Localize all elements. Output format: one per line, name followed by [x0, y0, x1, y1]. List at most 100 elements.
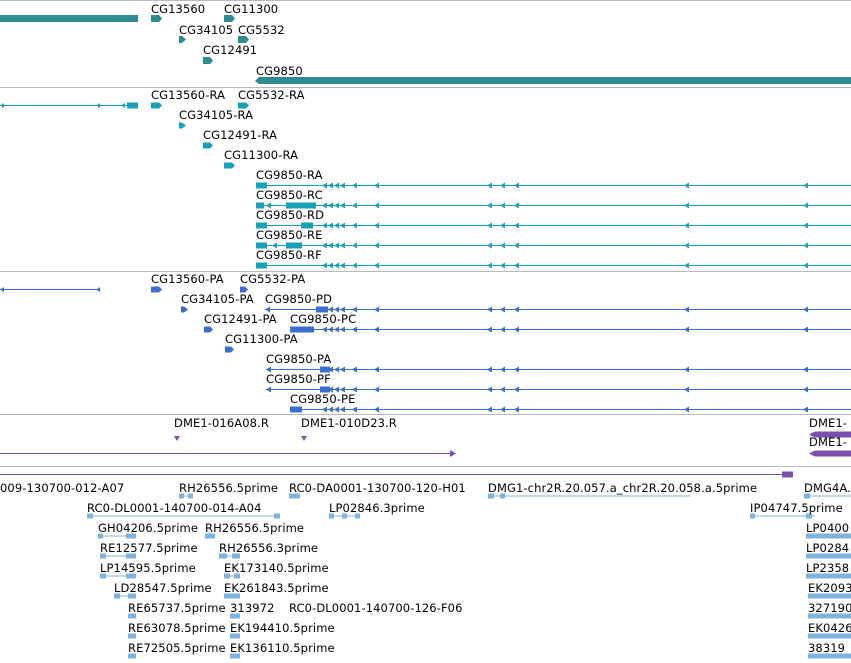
transcript-model-cg9850-rc-strand-arrow [487, 202, 492, 209]
est-track-glyphs [0, 471, 793, 478]
gene-feature-left[interactable] [0, 15, 138, 22]
gene-feature-cg12491[interactable] [203, 57, 213, 64]
est-block[interactable] [179, 493, 184, 499]
est-block[interactable] [806, 513, 812, 519]
gene-feature-cg11300[interactable] [224, 15, 235, 22]
est-track[interactable]: 009-130700-012-A07 RH26556.5prime RC0-DA… [0, 467, 851, 663]
protein-model-cg9850-pd-strand-arrow [328, 306, 333, 313]
est-block[interactable] [488, 493, 494, 499]
transcript-model-cg9850-rd-strand-arrow [322, 222, 327, 229]
est-block[interactable] [87, 513, 93, 519]
est-block[interactable] [126, 553, 136, 559]
est-block[interactable] [114, 593, 120, 599]
transcript-label-cg13560-ra: CG13560-RA [151, 88, 226, 102]
est-block[interactable] [806, 533, 851, 539]
est-block[interactable] [128, 653, 136, 659]
clone-track[interactable]: DME1-016A08.R DME1-010D23.R DME1- DME1- [0, 415, 851, 466]
protein-feature-cg34105-pa[interactable] [181, 306, 188, 313]
est-block[interactable] [806, 573, 851, 579]
transcript-feature-cg34105-ra[interactable] [179, 122, 186, 129]
clone-feature-dme1-016a08[interactable] [174, 436, 180, 441]
protein-feature-cg12491-pa[interactable] [204, 326, 213, 333]
est-block[interactable] [355, 513, 360, 519]
transcript-feature-cg5532-ra[interactable] [238, 102, 249, 109]
protein-model-cg9850-pe-strand-arrow [334, 406, 339, 413]
est-block[interactable] [808, 593, 851, 599]
transcript-model-cg9850-rc-exon[interactable] [256, 202, 264, 209]
protein-model-cg9850-pf-strand-arrow [500, 386, 505, 393]
transcript-exon-left[interactable] [127, 102, 138, 109]
gene-feature-cg13560[interactable] [151, 15, 162, 22]
est-block[interactable] [500, 493, 505, 499]
est-block[interactable] [808, 653, 851, 659]
gene-feature-cg9850[interactable] [255, 77, 851, 84]
protein-model-cg9850-pc-strand-arrow [340, 326, 345, 333]
gene-label-cg12491: CG12491 [203, 43, 258, 57]
est-block[interactable] [804, 493, 810, 499]
est-block[interactable] [234, 573, 240, 579]
transcript-track[interactable]: CG13560-RA CG5532-RA CG34105-RA CG12491-… [0, 88, 851, 271]
transcript-label-cg5532-ra: CG5532-RA [238, 88, 305, 102]
est-block[interactable] [342, 513, 347, 519]
est-label: RC0-DA0001-130700-120-H01 [289, 481, 466, 495]
protein-model-cg9850-pc-exon[interactable] [290, 326, 314, 333]
est-block[interactable] [98, 533, 103, 539]
protein-feature-cg13560-pa[interactable] [151, 286, 162, 293]
protein-model-cg9850-pe-exon[interactable] [290, 406, 302, 413]
est-block[interactable] [808, 633, 851, 639]
transcript-model-cg9850-rc-strand-arrow [352, 202, 357, 209]
est-block[interactable] [205, 533, 215, 539]
est-block[interactable] [100, 553, 106, 559]
est-block[interactable] [128, 613, 136, 619]
est-block[interactable] [750, 513, 755, 519]
protein-model-cg9850-pc-strand-arrow [684, 326, 689, 333]
est-block[interactable] [808, 613, 851, 619]
est-block[interactable] [230, 613, 240, 619]
est-block[interactable] [274, 513, 280, 519]
transcript-feature-cg11300-ra[interactable] [224, 162, 235, 169]
clone-feature-right-1[interactable] [809, 431, 851, 438]
est-label: RC0-DL0001-140700-126-F06 [289, 601, 463, 615]
gene-feature-cg34105[interactable] [179, 36, 186, 43]
transcript-model-cg9850-rc-exon[interactable] [286, 202, 316, 209]
clone-label-dme1-016a08: DME1-016A08.R [174, 416, 269, 430]
transcript-model-cg9850-re-exon[interactable] [256, 242, 267, 249]
protein-model-cg9850-pd-strand-arrow [334, 306, 339, 313]
transcript-model-cg9850-re-exon[interactable] [286, 242, 302, 249]
protein-feature-cg5532-pa[interactable] [240, 286, 248, 293]
transcript-model-cg9850-rf-exon[interactable] [256, 262, 267, 269]
est-block[interactable] [224, 593, 240, 599]
transcript-model-cg9850-rd-exon[interactable] [256, 222, 267, 229]
gene-track[interactable]: CG13560 CG11300 CG34105 CG5532 CG12491 C… [0, 0, 851, 87]
est-block[interactable] [128, 633, 136, 639]
protein-model-cg9850-pd-strand-arrow [500, 306, 505, 313]
est-block[interactable] [128, 593, 136, 599]
protein-model-cg9850-pf-strand-arrow [374, 386, 379, 393]
gene-feature-cg5532[interactable] [238, 36, 249, 43]
est-block[interactable] [126, 573, 136, 579]
est-block[interactable] [219, 553, 227, 559]
transcript-feature-cg12491-ra[interactable] [203, 142, 213, 149]
clone-feature-dme1-010d23[interactable] [301, 436, 307, 441]
transcript-feature-cg13560-ra[interactable] [151, 102, 162, 109]
transcript-model-cg9850-ra-exon[interactable] [256, 182, 267, 189]
est-block[interactable] [232, 553, 240, 559]
est-block[interactable] [224, 573, 230, 579]
protein-model-cg9850-pe-strand-arrow [803, 406, 808, 413]
est-block[interactable] [329, 513, 334, 519]
est-block[interactable] [188, 493, 193, 499]
est-block[interactable] [126, 533, 136, 539]
clone-arrow-right [450, 450, 456, 457]
est-block[interactable] [230, 633, 240, 639]
est-block[interactable] [100, 573, 106, 579]
est-block[interactable] [289, 493, 300, 499]
protein-model-cg9850-pc-strand-arrow [803, 326, 808, 333]
transcript-model-cg9850-rd-exon[interactable] [301, 222, 313, 229]
transcript-model-cg9850-rf-strand-arrow [352, 262, 357, 269]
clone-feature-right-2[interactable] [809, 450, 851, 457]
est-block[interactable] [806, 553, 851, 559]
est-block[interactable] [230, 653, 240, 659]
protein-feature-cg11300-pa[interactable] [225, 346, 234, 353]
est-label: 38319 [808, 641, 846, 655]
protein-track[interactable]: CG13560-PA CG5532-PA CG34105-PA CG9850-P… [0, 272, 851, 414]
